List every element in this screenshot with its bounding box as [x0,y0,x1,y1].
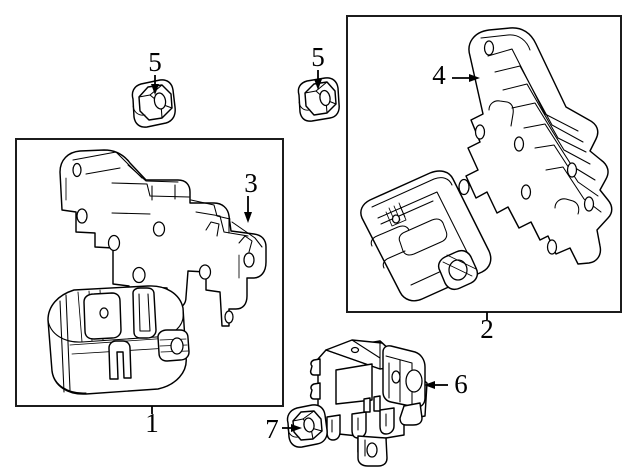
callout-label-4[interactable]: 4 [432,60,446,90]
callout-label-5-left[interactable]: 5 [148,47,162,77]
leader-callout-6 [424,381,448,389]
leader-callout-5b [314,70,322,90]
callout-label-7[interactable]: 7 [265,414,279,444]
bracket-left[interactable] [59,149,267,327]
callout-label-6[interactable]: 6 [454,369,468,399]
vacuum-pump[interactable] [47,285,190,395]
leader-callout-5a [151,75,159,95]
callout-label-2[interactable]: 2 [480,314,494,344]
leader-callout-4 [452,74,480,82]
bracket-right[interactable] [458,27,613,265]
flange-bolt[interactable] [286,404,328,448]
callout-label-3[interactable]: 3 [244,168,258,198]
leader-callout-3 [244,196,252,223]
abs-modulator-unit[interactable] [309,339,428,467]
callout-label-1[interactable]: 1 [145,408,159,438]
modulator-unit-boxed[interactable] [360,170,492,302]
flange-nut-right[interactable] [297,77,340,122]
flange-nut-left[interactable] [131,79,176,128]
leader-callout-7 [282,424,302,432]
callout-label-5-right[interactable]: 5 [311,42,325,72]
